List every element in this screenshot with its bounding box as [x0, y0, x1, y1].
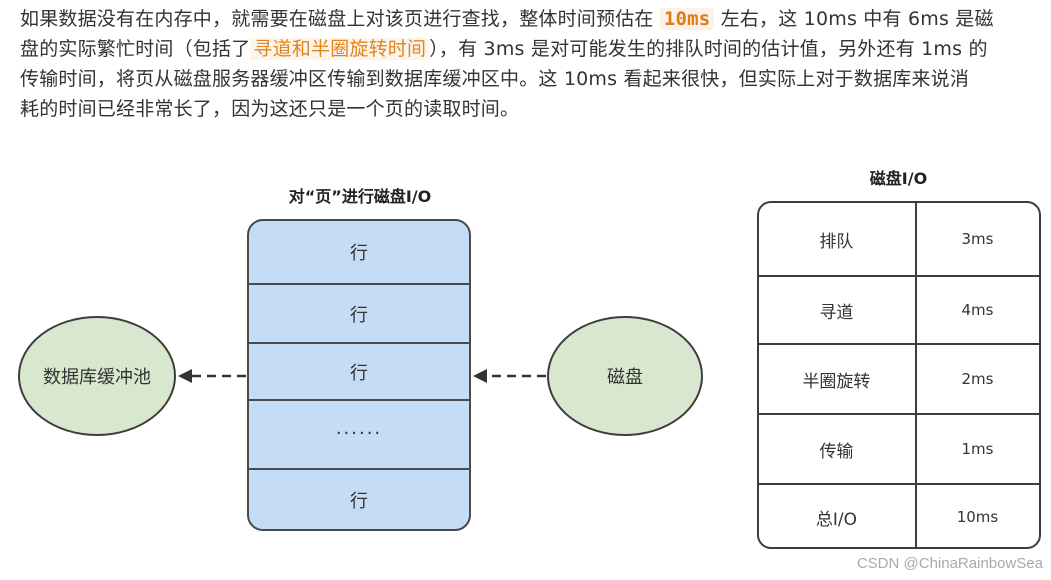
io-step-name: 寻道 [819, 302, 854, 323]
arrow-disk-to-page [473, 369, 546, 383]
text-highlight: 寻道和半圈旋转时间 [250, 38, 430, 60]
table-row: 半圈旋转 2ms [759, 345, 1039, 413]
row-divider [249, 468, 469, 470]
page-row: 行 [350, 490, 368, 512]
row-divider [759, 483, 1039, 485]
paragraph-line-4: 耗的时间已经非常长了，因为这还只是一个页的读取时间。 [20, 98, 520, 120]
table-row: 排队 3ms [759, 203, 1039, 275]
paragraph-line-3: 传输时间，将页从磁盘服务器缓冲区传输到数据库缓冲区中。这 10ms 看起来很快，… [20, 68, 970, 90]
page-row: 行 [350, 305, 368, 326]
paragraph-line-1: 如果数据没有在内存中，就需要在磁盘上对该页进行查找，整体时间预估在 10ms 左… [20, 4, 1048, 34]
io-step-time: 10ms [956, 508, 999, 526]
csdn-watermark: CSDN @ChinaRainbowSea [856, 555, 1043, 572]
row-divider [759, 343, 1039, 345]
database-buffer-pool-circle: 数据库缓冲池 [18, 316, 176, 436]
paragraph-line-2: 盘的实际繁忙时间（包括了寻道和半圈旋转时间），有 3ms 是对可能发生的排队时间… [20, 34, 1048, 64]
paragraph-text: 盘的实际繁忙时间（包括了 [20, 38, 251, 60]
row-divider [759, 413, 1039, 415]
io-step-time: 4ms [961, 301, 994, 319]
page-box: 行 行 行 ...... 行 [247, 219, 471, 531]
arrow-page-to-buffer [178, 369, 246, 383]
table-row: 传输 1ms [759, 415, 1039, 483]
io-step-time: 1ms [961, 440, 994, 458]
description-paragraph: 如果数据没有在内存中，就需要在磁盘上对该页进行查找，整体时间预估在 10ms 左… [20, 4, 1048, 124]
disk-circle: 磁盘 [547, 316, 703, 436]
io-step-name: 半圈旋转 [802, 371, 871, 392]
page-io-diagram-title: 对“页”进行磁盘I/O [288, 187, 432, 206]
io-step-name: 总I/O [815, 509, 857, 530]
column-divider [915, 203, 917, 547]
io-step-name: 传输 [819, 441, 854, 462]
row-divider [249, 342, 469, 344]
io-step-time: 2ms [961, 370, 994, 388]
row-divider [249, 399, 469, 401]
io-step-time: 3ms [961, 230, 994, 248]
paragraph-text: ），有 3ms 是对可能发生的排队时间的估计值，另外还有 1ms 的 [429, 38, 988, 60]
page-row-ellipsis: ...... [335, 417, 383, 439]
disk-io-table-title: 磁盘I/O [869, 169, 928, 188]
inline-code-highlight: 10ms [659, 8, 715, 30]
table-row: 总I/O 10ms [759, 485, 1039, 547]
row-divider [759, 275, 1039, 277]
row-divider [249, 283, 469, 285]
page-row: 行 [350, 243, 368, 264]
disk-io-table: 排队 3ms 寻道 4ms 半圈旋转 2ms 传输 1ms 总I/O 10ms [757, 201, 1041, 549]
page-row: 行 [350, 363, 368, 384]
table-row: 寻道 4ms [759, 277, 1039, 343]
io-step-name: 排队 [819, 231, 854, 252]
paragraph-text: 左右，这 10ms 中有 6ms 是磁 [714, 8, 994, 30]
paragraph-text: 如果数据没有在内存中，就需要在磁盘上对该页进行查找，整体时间预估在 [20, 8, 660, 30]
